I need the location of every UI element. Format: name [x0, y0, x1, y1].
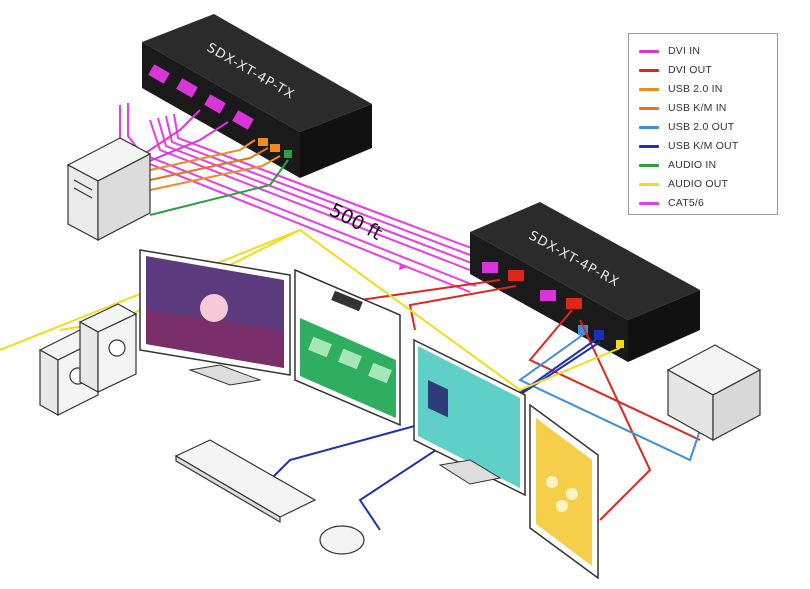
pc-cables [134, 109, 289, 216]
printer [666, 344, 762, 442]
rx-ports [482, 262, 624, 348]
legend: DVI IN DVI OUT USB 2.0 IN USB K/M IN USB 2.0… [628, 33, 778, 215]
legend-item: CAT5/6 [639, 194, 704, 212]
legend-label: USB K/M OUT [668, 140, 739, 152]
legend-label: USB 2.0 OUT [668, 121, 735, 133]
pc-tower [66, 137, 152, 241]
legend-label: USB 2.0 IN [668, 83, 723, 95]
legend-swatch [639, 106, 659, 110]
legend-item: USB 2.0 IN [639, 80, 723, 98]
legend-item: DVI OUT [639, 61, 712, 79]
legend-label: AUDIO OUT [668, 178, 729, 190]
legend-label: DVI IN [668, 45, 701, 57]
cat-arrow [399, 263, 408, 270]
legend-swatch [639, 144, 659, 148]
mouse [319, 525, 365, 555]
legend-item: AUDIO OUT [639, 175, 728, 193]
legend-item: DVI IN [639, 42, 700, 60]
monitor-teal [413, 338, 526, 497]
legend-swatch [639, 87, 659, 91]
legend-label: AUDIO IN [668, 159, 717, 171]
legend-swatch [639, 125, 659, 129]
legend-swatch [639, 68, 659, 72]
monitor-yellow [529, 403, 599, 580]
legend-swatch [639, 49, 659, 53]
speakers [38, 303, 138, 417]
tx-ports [148, 64, 292, 158]
keyboard [174, 439, 317, 524]
legend-item: USB K/M IN [639, 99, 727, 117]
legend-label: CAT5/6 [668, 197, 705, 209]
monitor-purple [139, 249, 291, 386]
legend-item: USB 2.0 OUT [639, 118, 734, 136]
receiver-unit: SDX-XT-4P-RX [470, 202, 700, 362]
legend-label: USB K/M IN [668, 102, 727, 114]
monitor-green [294, 268, 401, 427]
legend-swatch [639, 163, 659, 167]
legend-item: AUDIO IN [639, 156, 716, 174]
legend-item: USB K/M OUT [639, 137, 738, 155]
legend-swatch [639, 182, 659, 186]
legend-label: DVI OUT [668, 64, 712, 76]
legend-swatch [639, 201, 659, 205]
